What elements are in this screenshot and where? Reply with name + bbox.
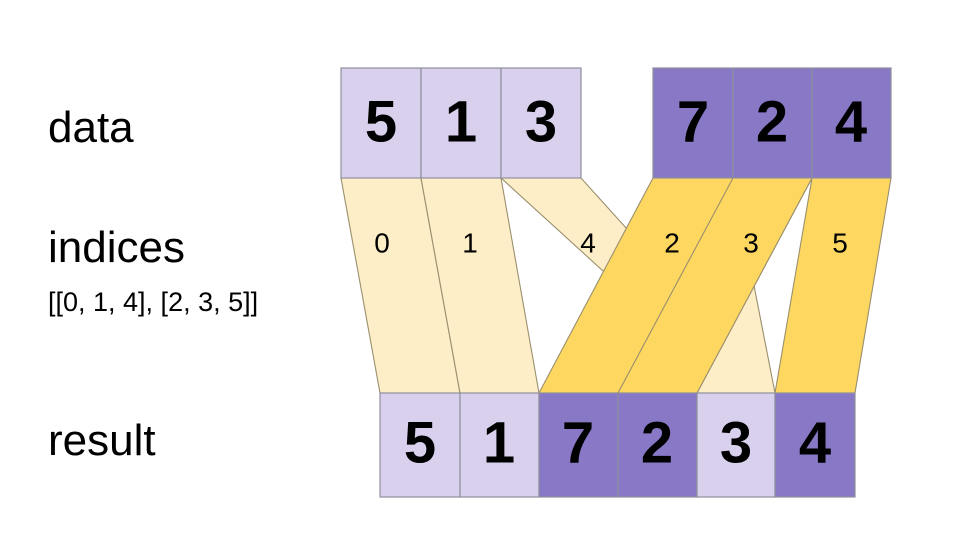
indices-row-label: indices — [48, 223, 185, 272]
result-row-label: result — [48, 416, 156, 465]
data-row: data 5 1 3 7 2 4 — [48, 67, 892, 179]
ribbon-layer — [340, 177, 892, 394]
indices-row-sublabel: [[0, 1, 4], [2, 3, 5]] — [48, 287, 258, 317]
result-cell-1 — [459, 392, 540, 498]
data-cell-1-value: 1 — [445, 89, 477, 154]
result-cell-0 — [379, 392, 461, 498]
indices-row: indices [[0, 1, 4], [2, 3, 5]] 0 1 4 2 3… — [48, 223, 848, 317]
result-cell-4-value: 3 — [720, 410, 752, 475]
result-cell-5-value: 4 — [799, 410, 831, 475]
index-label-1: 1 — [462, 227, 478, 258]
data-cell-5 — [811, 67, 892, 179]
data-cell-3 — [652, 67, 734, 179]
data-cell-4-value: 2 — [756, 89, 788, 154]
data-cell-5-value: 4 — [835, 89, 867, 154]
result-cell-4 — [696, 392, 776, 498]
index-label-5: 5 — [832, 227, 848, 258]
data-cell-0 — [340, 67, 422, 179]
result-cell-2-value: 7 — [562, 410, 594, 475]
index-label-0: 0 — [374, 227, 390, 258]
result-row: result 5 1 7 2 3 4 — [48, 392, 856, 498]
data-group-0: 5 1 3 — [340, 67, 582, 179]
result-cell-0-value: 5 — [404, 410, 436, 475]
result-cell-1-value: 1 — [483, 410, 515, 475]
data-cell-0-value: 5 — [365, 89, 397, 154]
index-label-2: 4 — [580, 227, 596, 258]
index-label-4: 3 — [743, 227, 759, 258]
index-label-3: 2 — [664, 227, 680, 258]
data-cell-1 — [420, 67, 502, 179]
data-cell-2-value: 3 — [525, 89, 557, 154]
result-cell-3-value: 2 — [641, 410, 673, 475]
result-cell-5 — [774, 392, 856, 498]
data-cell-4 — [732, 67, 813, 179]
data-row-label: data — [48, 103, 134, 152]
data-group-1: 7 2 4 — [652, 67, 892, 179]
data-cell-3-value: 7 — [677, 89, 709, 154]
data-cell-2 — [500, 67, 582, 179]
